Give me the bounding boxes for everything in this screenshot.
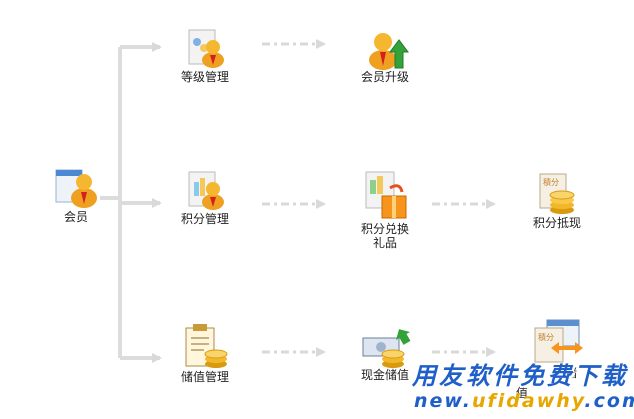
card-stored-value-label-1: 储: [564, 366, 577, 380]
node-stored-value-management[interactable]: 储值管理: [174, 322, 236, 384]
svg-text:積分: 積分: [543, 177, 559, 187]
points-management-icon: [188, 171, 224, 210]
member-icon: [55, 169, 97, 208]
member-upgrade-icon: [369, 33, 409, 70]
watermark-url-prefix: new.: [414, 390, 472, 412]
points-offset-icon: 積分: [539, 173, 575, 214]
node-member[interactable]: 会员: [48, 164, 104, 224]
points-exchange-icon: [365, 171, 407, 219]
node-points-management[interactable]: 积分管理: [174, 170, 236, 226]
node-points-offset[interactable]: 積分 积分抵现: [526, 172, 588, 230]
level-management-icon: [188, 29, 224, 68]
stored-value-management-label: 储值管理: [180, 370, 229, 384]
points-offset-label: 积分抵现: [532, 216, 581, 230]
node-level-management[interactable]: 等级管理: [174, 28, 236, 84]
card-stored-value-icon: 積分: [534, 319, 583, 363]
member-upgrade-label: 会员升级: [360, 70, 409, 84]
card-stored-value-label-2: 值: [516, 386, 529, 400]
stored-value-management-icon: [185, 324, 228, 368]
member-label: 会员: [63, 210, 88, 224]
watermark-url[interactable]: new.ufidawhy.com: [414, 390, 634, 412]
watermark-title: 用友软件免费下载: [412, 362, 628, 390]
level-management-label: 等级管理: [180, 70, 229, 84]
svg-text:積分: 積分: [538, 332, 554, 342]
watermark-url-suffix: .com: [584, 390, 634, 412]
points-management-label: 积分管理: [180, 212, 229, 226]
node-member-upgrade[interactable]: 会员升级: [354, 24, 416, 84]
node-cash-stored-value[interactable]: 现金储值: [352, 324, 418, 382]
points-exchange-label-2: 礼品: [372, 236, 397, 250]
node-points-exchange[interactable]: 积分兑换 礼品: [352, 170, 418, 250]
points-exchange-label-1: 积分兑换: [360, 222, 409, 236]
watermark-url-domain: ufidawhy: [471, 390, 585, 412]
node-card-stored-value[interactable]: 積分 储: [524, 318, 588, 380]
cash-stored-value-icon: [362, 329, 411, 368]
cash-stored-value-label: 现金储值: [360, 368, 409, 382]
